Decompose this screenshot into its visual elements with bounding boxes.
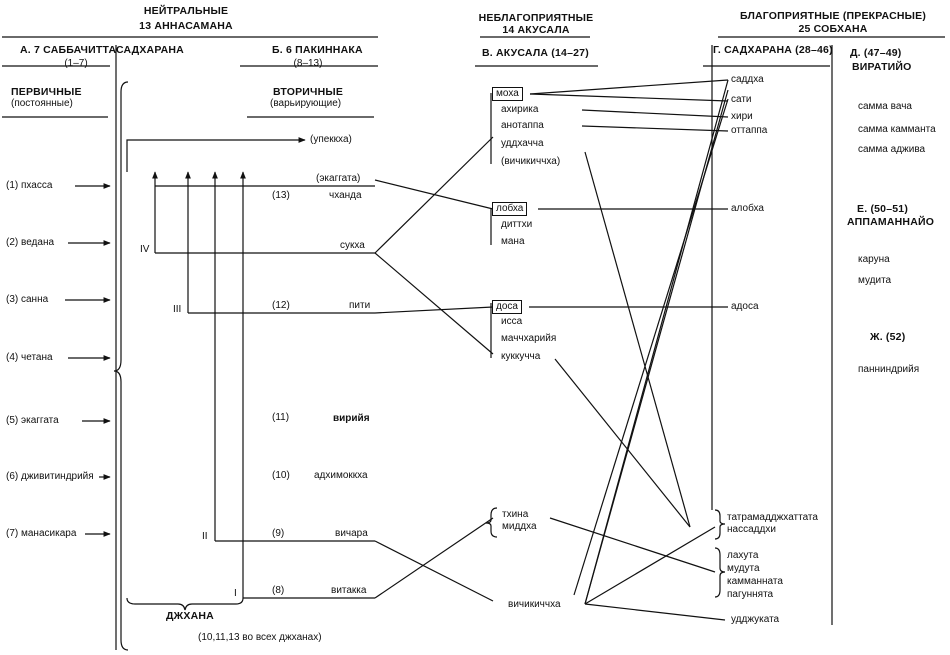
saddha-label: саддха	[731, 74, 764, 85]
ottappa-label: оттаппа	[731, 125, 768, 136]
primary-item: (4) четана	[6, 352, 53, 363]
jhana-1-label: I	[234, 588, 237, 599]
section-e-title: Е. (50–51)	[857, 203, 909, 215]
mana-label: мана	[501, 236, 525, 247]
kammannata-label: камманната	[727, 576, 783, 587]
number-13: (13)	[272, 190, 290, 201]
ahirika-label: ахирика	[501, 104, 539, 115]
column-b-range: (8–13)	[293, 58, 323, 69]
primary-item: (5) экаггата	[6, 415, 59, 426]
samma-kammanta-label: самма камманта	[858, 124, 936, 135]
hiri-label: хири	[731, 111, 753, 122]
samma-vacha-label: самма вача	[858, 101, 912, 112]
number-10: (10)	[272, 470, 290, 481]
karuna-label: каруна	[858, 254, 890, 265]
neutral-title-line1: НЕЙТРАЛЬНЫЕ	[143, 5, 229, 17]
section-zh-title: Ж. (52)	[870, 331, 906, 343]
column-d-title: Д. (47–49)	[850, 47, 902, 59]
column-v-title: В. АКУСАЛА (14–27)	[482, 47, 589, 59]
primary-item: (2) ведана	[6, 237, 55, 248]
dosa-box: доса	[492, 300, 522, 314]
middha-label: миддха	[502, 521, 537, 532]
ujjukata-label: удджуката	[731, 614, 780, 625]
mudita-label: мудита	[858, 275, 892, 286]
column-b-title: Б. 6 ПАКИННАКА	[272, 44, 363, 56]
primary-heading: ПЕРВИЧНЫЕ	[11, 86, 82, 98]
adhimokkha-label: адхимоккха	[314, 470, 368, 481]
unfavorable-title-line1: НЕБЛАГОПРИЯТНЫЕ	[478, 12, 594, 24]
ditthi-label: диттхи	[501, 219, 533, 230]
issa-label: исса	[501, 316, 523, 327]
column-a-title: А. 7 САББАЧИТТАСАДХАРАНА	[20, 44, 184, 56]
alobha-label: алобха	[731, 203, 764, 214]
jhana-note: (10,11,13 во всех джханах)	[198, 632, 322, 643]
pannindriya-label: панниндрийя	[858, 364, 920, 375]
neutral-title-line2: 13 АННАСАМАНА	[139, 20, 233, 32]
ekaggata-label: (экаггата)	[316, 173, 361, 184]
jhana-4-label: IV	[140, 244, 150, 255]
sukha-label: сукха	[340, 240, 365, 251]
viriya-label: вирийя	[333, 413, 370, 424]
anottappa-label: анотаппа	[501, 120, 544, 131]
primary-item: (3) санна	[6, 294, 49, 305]
vichikichcha-paren-label: (вичикиччха)	[501, 156, 561, 167]
vitakka-label: витакка	[331, 585, 367, 596]
number-8: (8)	[272, 585, 285, 596]
section-e-subtitle: АППАМАННАЙО	[847, 216, 935, 228]
vichikichcha-label: вичикиччха	[508, 599, 561, 610]
muduta-label: мудута	[727, 563, 760, 574]
column-d-subtitle: ВИРАТИЙО	[852, 61, 912, 73]
lahuta-label: лахута	[727, 550, 759, 561]
thina-label: тхина	[502, 509, 529, 520]
number-12: (12)	[272, 300, 290, 311]
lobha-box: лобха	[492, 202, 528, 216]
piti-label: пити	[349, 300, 371, 311]
favorable-title-line1: БЛАГОПРИЯТНЫЕ (ПРЕКРАСНЫЕ)	[739, 10, 927, 22]
favorable-title-line2: 25 СОБХАНА	[798, 23, 868, 35]
vichara-label: вичара	[335, 528, 368, 539]
kukkuchcha-label: куккучча	[501, 351, 541, 362]
jhana-title: ДЖХАНА	[166, 610, 214, 622]
secondary-heading: ВТОРИЧНЫЕ	[273, 86, 344, 98]
pagunnata-label: пагуннята	[727, 589, 774, 600]
unfavorable-title-line2: 14 АКУСАЛА	[502, 24, 570, 36]
primary-item: (7) манасикара	[6, 528, 77, 539]
primary-subheading: (постоянные)	[11, 98, 73, 109]
number-9: (9)	[272, 528, 285, 539]
upekkha-label: (упеккха)	[310, 134, 352, 145]
primary-item: (6) дживитиндрийя	[6, 471, 94, 482]
primary-item: (1) пхасса	[6, 180, 53, 191]
jhana-2-label: II	[202, 531, 208, 542]
uddhachcha-label: уддхачча	[501, 138, 544, 149]
tatramajjhattata-label: татрамадджхаттата	[727, 512, 818, 523]
macchariya-label: маччхарийя	[501, 333, 557, 344]
adosa-label: адоса	[731, 301, 759, 312]
samma-ajiva-label: самма аджива	[858, 144, 926, 155]
jhana-3-label: III	[173, 304, 182, 315]
secondary-subheading: (варьирующие)	[270, 98, 342, 109]
passaddhi-label: нассаддхи	[727, 524, 776, 535]
chhanda-label: чханда	[329, 190, 362, 201]
column-a-range: (1–7)	[64, 58, 88, 69]
sati-label: сати	[731, 94, 752, 105]
moha-box: моха	[492, 87, 523, 101]
number-11: (11)	[272, 412, 290, 423]
column-g-title: Г. САДХАРАНА (28–46)	[713, 44, 833, 56]
